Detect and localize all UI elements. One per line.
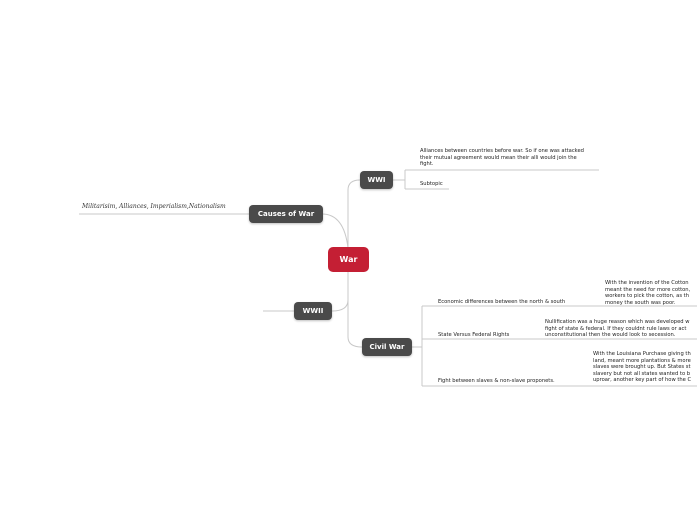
wwi-alliances-note: Alliances between countries before war. … (420, 148, 584, 168)
topic-wwi[interactable]: WWI (360, 171, 393, 189)
topic-wwii-label: WWII (302, 307, 324, 315)
wwi-alliances-line: their mutual agreement would mean their … (420, 154, 577, 161)
wwi-alliances-line: fight. (420, 161, 434, 168)
causes-note: Militarisim, Alliances, Imperialism,Nati… (82, 203, 226, 210)
economic-detail-line: meant the need for more cotton, (605, 286, 691, 293)
wwi-subtopic[interactable]: Subtopic (420, 181, 443, 187)
economic-detail-line: workers to pick the cotton, as th (605, 293, 690, 300)
topic-civil-war[interactable]: Civil War (362, 338, 412, 356)
topic-wwii[interactable]: WWII (294, 302, 332, 320)
topic-civil-war-label: Civil War (369, 343, 405, 351)
civil-war-rights-label[interactable]: State Versus Federal Rights (438, 332, 510, 338)
root-topic-label: War (339, 255, 358, 264)
root-topic-war[interactable]: War (328, 247, 369, 272)
civil-war-slaves-detail: With the Louisiana Purchase giving th la… (593, 351, 691, 384)
civil-war-economic-label[interactable]: Economic differences between the north &… (438, 299, 566, 305)
topic-causes-label: Causes of War (257, 210, 315, 218)
slaves-detail-line: slaves were brought up. But States st (593, 364, 691, 371)
civil-war-rights-detail: Nullification was a huge reason which wa… (545, 319, 689, 339)
rights-detail-line: unconstitutional then the would look to … (545, 332, 676, 339)
slaves-detail-line: slavery but not all states wanted to b (593, 370, 691, 377)
civil-war-slaves-label[interactable]: Fight between slaves & non-slave propone… (438, 378, 555, 384)
slaves-detail-line: With the Louisiana Purchase giving th (593, 351, 691, 357)
economic-detail-line: With the invention of the Cotton (605, 280, 689, 286)
topic-causes-of-war[interactable]: Causes of War (249, 205, 323, 223)
rights-detail-line: fight of state & federal. If they couldn… (545, 325, 687, 332)
topic-wwi-label: WWI (367, 176, 386, 184)
economic-detail-line: money the south was poor. (605, 299, 676, 306)
rights-detail-line: Nullification was a huge reason which wa… (545, 319, 690, 325)
wwi-alliances-line: Alliances between countries before war. … (420, 148, 584, 154)
civil-war-economic-detail: With the invention of the Cotton meant t… (605, 280, 690, 306)
slaves-detail-line: uproar, another key part of how the C (593, 377, 692, 384)
slaves-detail-line: land, meant more plantations & more (593, 357, 691, 364)
